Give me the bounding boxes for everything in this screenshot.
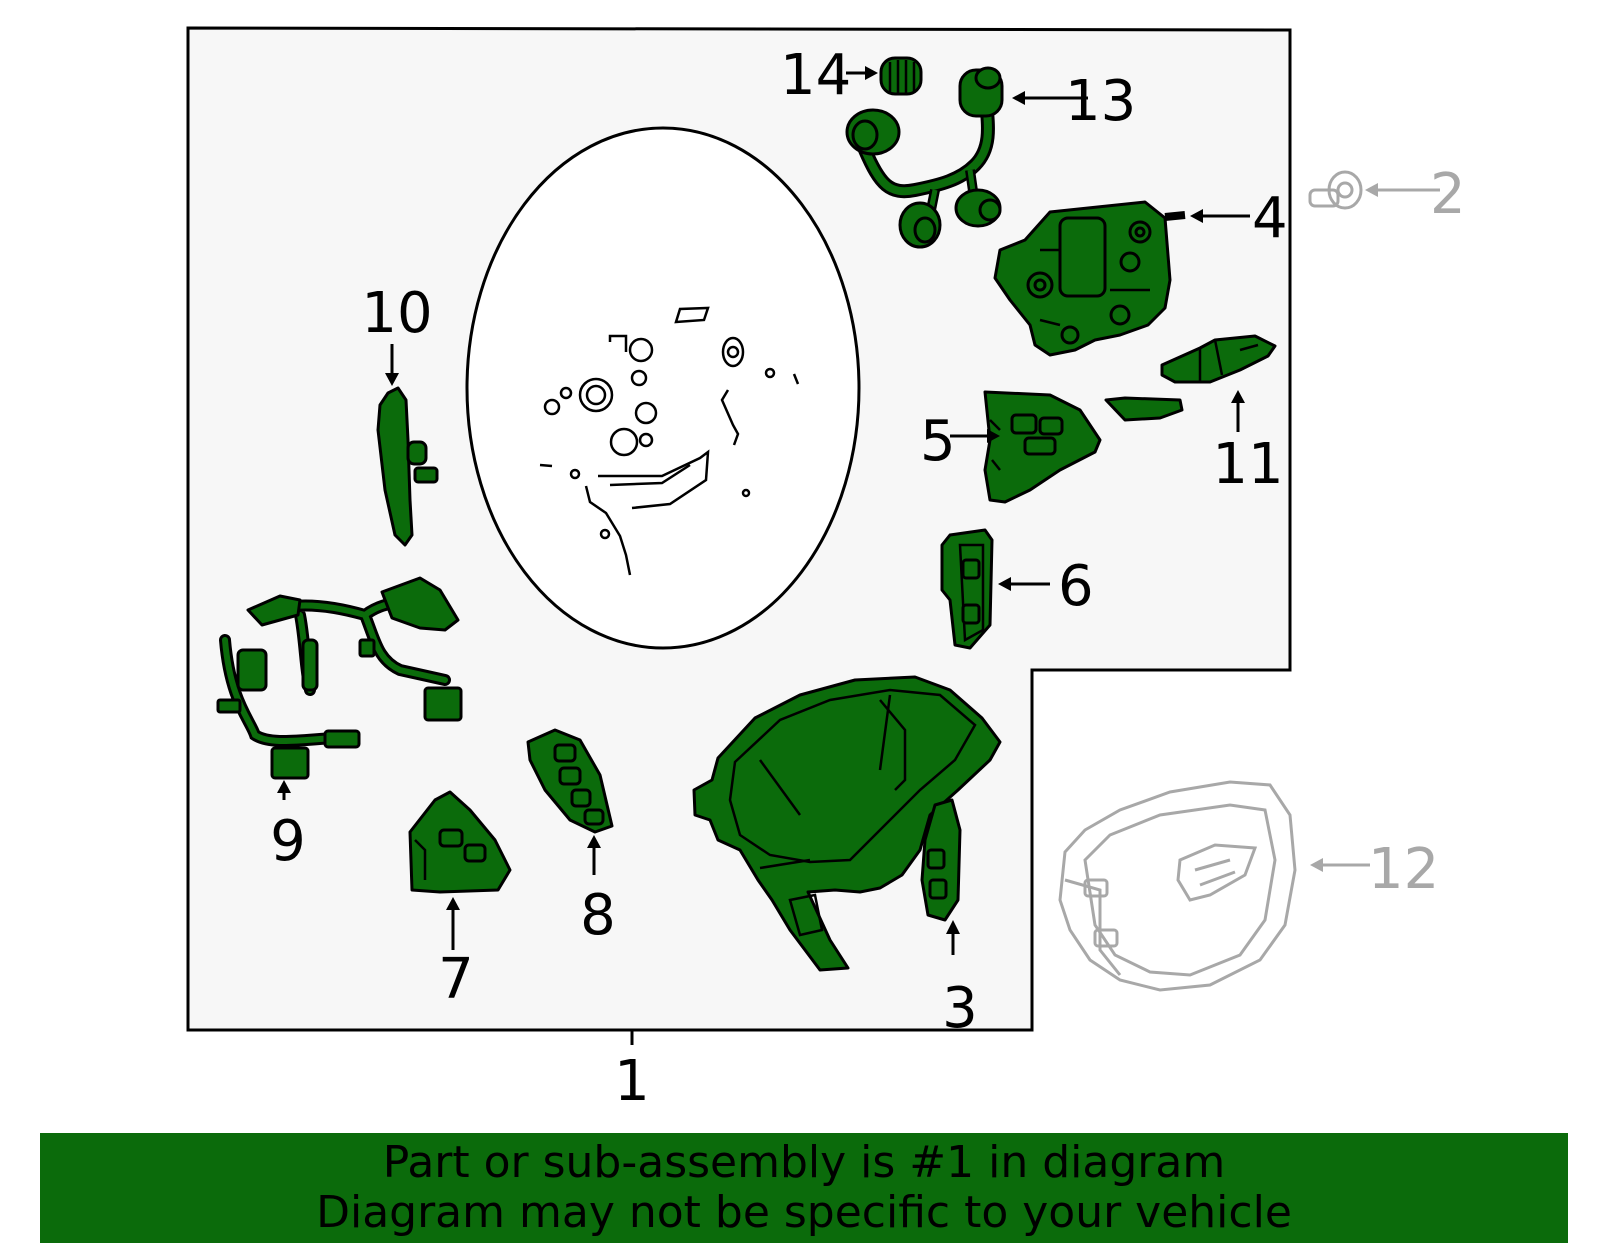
notice-line-2: Diagram may not be specific to your vehi… [316,1187,1292,1238]
part-11-switches[interactable] [1104,334,1277,422]
part-8-switch[interactable] [526,728,614,834]
part-12-airbag[interactable] [1058,780,1297,992]
part-3-bezel[interactable] [692,675,1002,972]
callout-14[interactable]: 14 [780,43,851,108]
callout-7[interactable]: 7 [438,947,474,1012]
part-13-harness[interactable] [845,66,1004,249]
part-5-switch[interactable] [983,390,1102,504]
part-6-switch[interactable] [940,528,994,650]
leader-lines [277,66,1440,1045]
callout-4[interactable]: 4 [1252,186,1288,251]
callout-12[interactable]: 12 [1368,837,1439,902]
callout-9[interactable]: 9 [270,809,306,874]
part-4-switch-module[interactable] [993,200,1186,357]
callout-11[interactable]: 11 [1212,432,1283,497]
part-7-switch[interactable] [408,790,512,894]
callout-10[interactable]: 10 [361,281,432,346]
notice-banner: Part or sub-assembly is #1 in diagram Di… [40,1133,1568,1243]
callout-13[interactable]: 13 [1065,69,1136,134]
notice-line-1: Part or sub-assembly is #1 in diagram [382,1137,1226,1188]
callout-6[interactable]: 6 [1058,554,1094,619]
steering-wheel-outline [465,126,861,650]
callout-2[interactable]: 2 [1430,162,1466,227]
callout-3[interactable]: 3 [942,976,978,1041]
callout-5[interactable]: 5 [920,409,956,474]
callout-labels: 1 2 3 4 5 6 7 8 9 10 11 12 13 14 [270,43,1465,1114]
callout-1[interactable]: 1 [614,1049,650,1114]
callout-8[interactable]: 8 [580,883,616,948]
part-14-grommet[interactable] [879,56,923,96]
part-2-bolt[interactable] [1308,170,1363,210]
part-9-harness[interactable] [216,576,463,780]
part-10-paddle[interactable] [376,386,439,547]
